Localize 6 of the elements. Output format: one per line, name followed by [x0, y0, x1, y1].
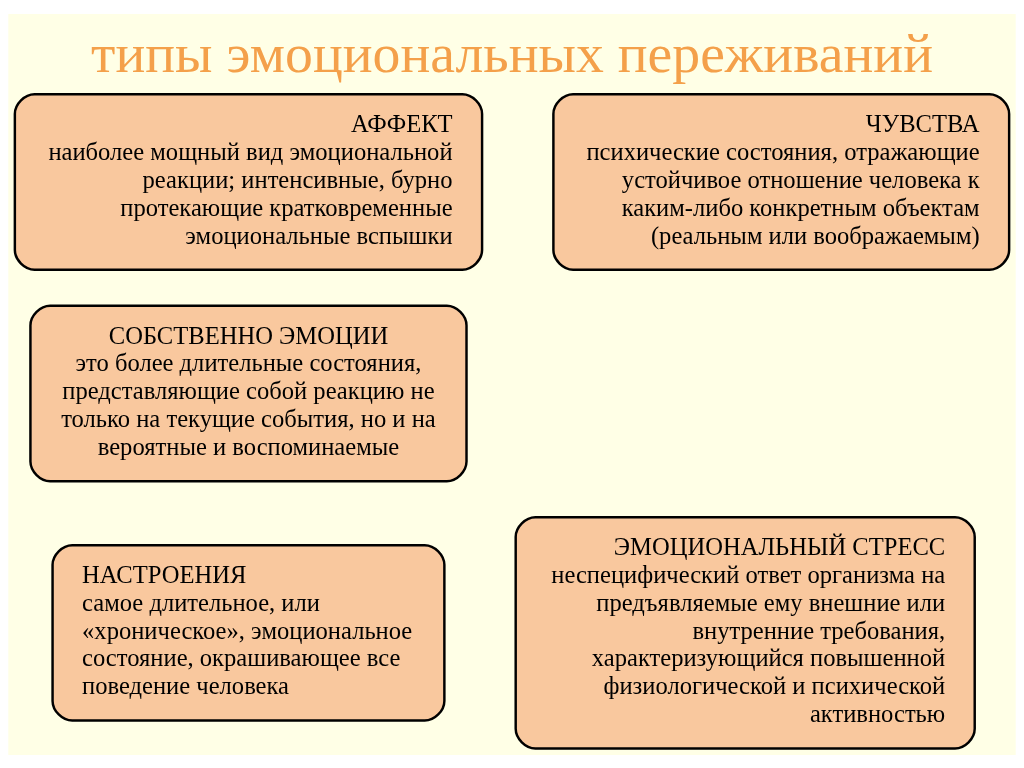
diagram-title: типы эмоциональных переживаний	[91, 21, 933, 84]
node-box: АФФЕКТ наиболее мощный вид эмоциональной реакции; интенсивные, бурно протекающие кратковременные эмоциональные вспышки	[13, 92, 484, 271]
node-box: ЧУВСТВА психические состояния, отражающие устойчивое отношение человека к каким-либо конкретным объектам (реальным или воображаемым)	[552, 92, 1011, 271]
node-box: ЭМОЦИОНАЛЬНЫЙ СТРЕСС неспецифический ответ организма на предъявляемые ему внешние или внутренние требования, характеризующийся повышенной физиологической и психической активностью	[514, 515, 976, 750]
node-box: СОБСТВЕННО ЭМОЦИИ это более длительные состояния, представляющие собой реакцию не только на текущие события, но и на вероятные и воспоминаемые	[29, 304, 468, 482]
node-box: НАСТРОЕНИЯ самое длительное, или «хроническое», эмоциональное состояние, окрашивающее все поведение человека	[51, 543, 446, 722]
